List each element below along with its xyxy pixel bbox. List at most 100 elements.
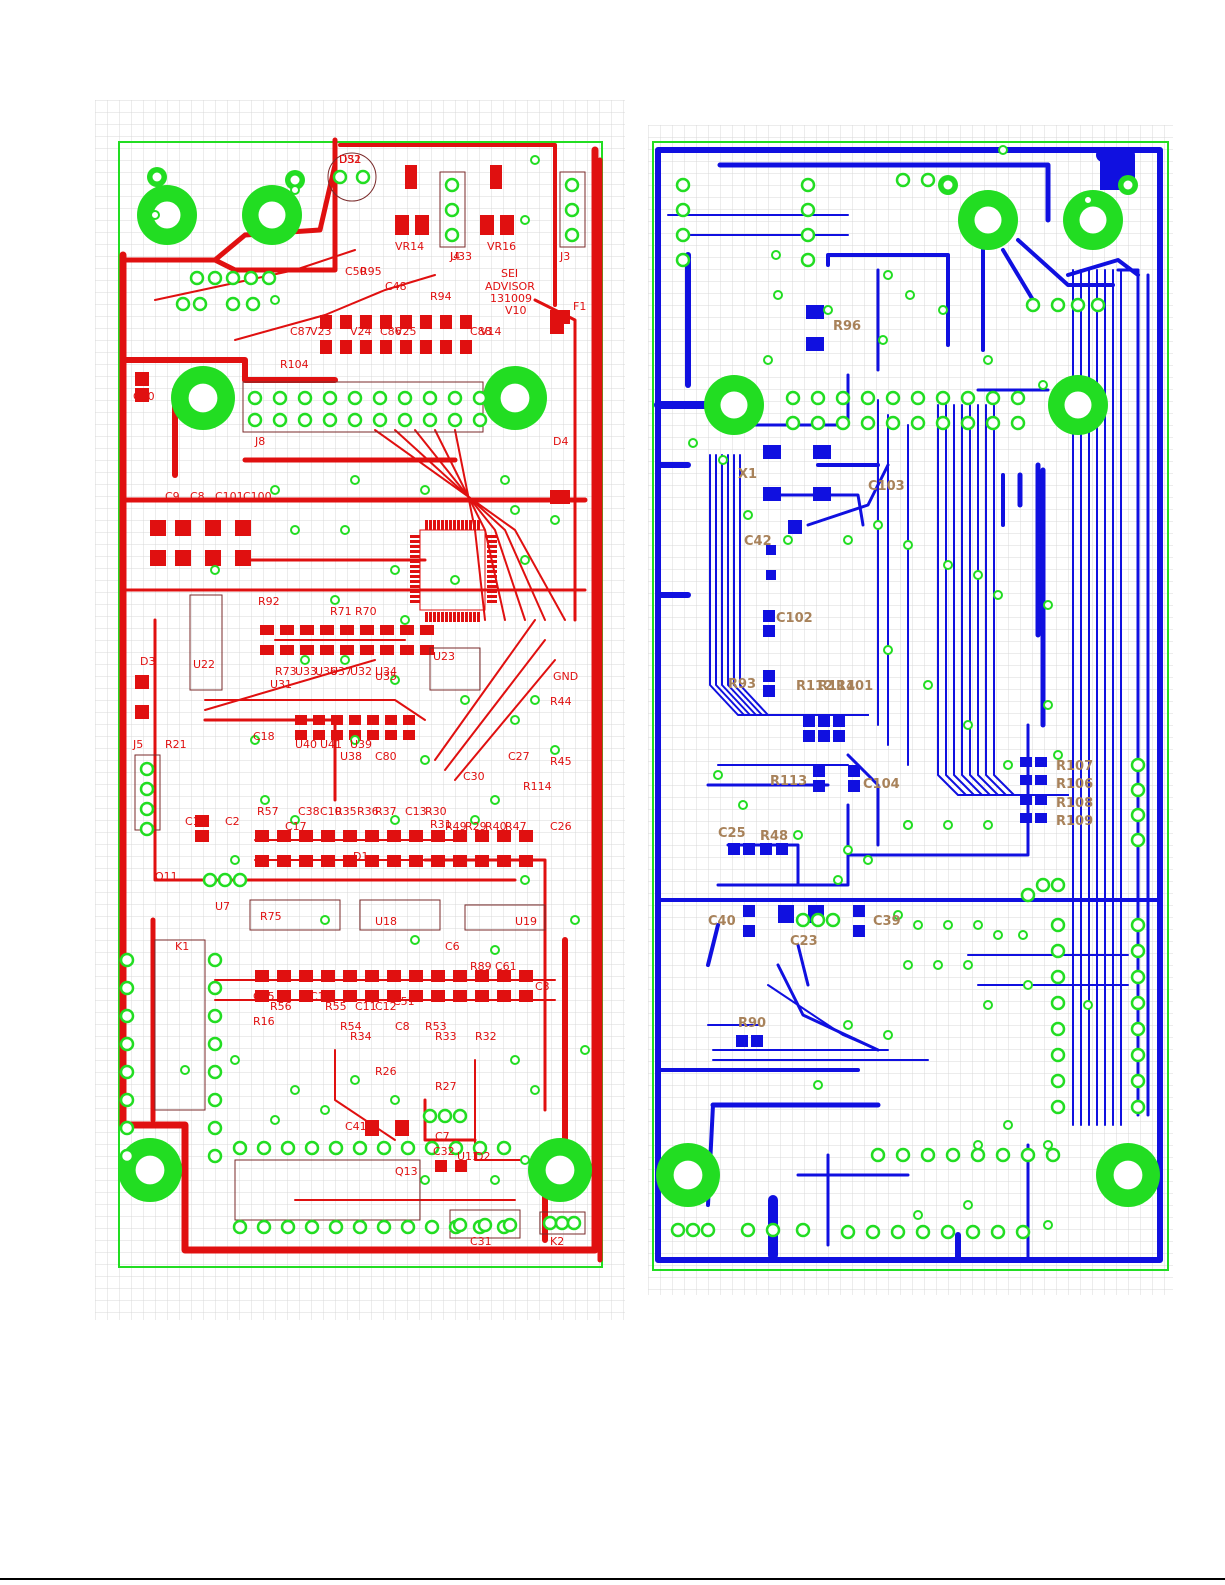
via [230,1055,240,1065]
smd-pad [420,315,432,329]
via [390,815,400,825]
smd-pad [431,855,445,867]
smd-pad [320,645,334,655]
smd-pad [135,372,149,386]
smd-pad [736,1035,748,1047]
smd-pad [321,830,335,842]
smd-pad [320,315,332,329]
smd-pad [300,645,314,655]
title-line-2: ADVISOR [485,280,535,293]
via [773,290,783,300]
via [905,290,915,300]
smd-pad [766,545,776,555]
header-j4 [439,171,466,248]
smd-pad [410,585,420,588]
through-hole-pad [675,202,691,218]
smd-pad [135,675,149,689]
smd-pad [453,612,456,622]
through-hole-pad [272,390,288,406]
component-label: U39 [350,738,372,751]
smd-pad [440,340,452,354]
component-label: K2 [550,1235,564,1248]
component-label: R73 [275,665,297,678]
smd-pad [433,520,436,530]
through-hole-pad [940,1224,956,1240]
smd-pad [299,970,313,982]
component-label: C80 [375,750,397,763]
through-hole-pad [119,980,135,996]
smd-pad [255,855,269,867]
through-hole-pad [400,1140,416,1156]
component-label: U33 [295,665,317,678]
component-label: R29 [465,820,487,833]
header-pin [139,801,155,817]
through-hole-pad [920,1147,936,1163]
component-label: R56 [270,1000,292,1013]
smd-pad [763,610,775,622]
component-label: R34 [350,1030,372,1043]
via [913,1210,923,1220]
smd-pad [400,340,412,354]
through-hole-pad [895,1147,911,1163]
through-hole-pad [800,227,816,243]
through-hole-pad [835,415,851,431]
through-hole-pad [1050,1073,1066,1089]
component-label: C104 [863,777,900,792]
via [460,695,470,705]
component-label: D1 [353,850,368,863]
trace [474,1059,526,1161]
smd-pad [813,765,825,777]
smd-pad [728,843,740,855]
through-hole-pad [472,412,488,428]
smd-pad [410,575,420,578]
via [260,795,270,805]
component-label: R94 [430,290,452,303]
mount-hole-drill [974,206,1002,234]
through-hole-pad [1025,297,1041,313]
through-hole-pad [1130,757,1146,773]
component-label: VR16 [487,240,516,253]
smd-pad [490,165,502,189]
via [1043,1220,1053,1230]
smd-pad [300,625,314,635]
through-hole-pad [985,415,1001,431]
via [320,1105,330,1115]
via [903,960,913,970]
via [270,485,280,495]
via [843,1020,853,1030]
smd-pad [487,540,497,543]
through-hole-pad [256,1140,272,1156]
smd-pad [380,625,394,635]
connector-pin [207,270,223,286]
via [270,1115,280,1125]
trace [706,923,720,967]
board-outline [652,141,1169,1271]
component-label: R48 [760,829,788,844]
smd-pad [1035,813,1047,823]
via [420,755,430,765]
component-label: C11 [355,1000,377,1013]
component-label: C30 [463,770,485,783]
smd-pad [410,565,420,568]
trace [454,659,556,781]
component-label: V23 [310,325,332,338]
component-label: R89 [470,960,492,973]
mount-hole-drill [258,201,286,229]
smd-pad [395,1120,409,1136]
trace [120,357,338,383]
through-hole-pad [207,1008,223,1024]
through-hole-pad [119,1120,135,1136]
smd-pad [429,520,432,530]
via [390,1095,400,1105]
via [963,960,973,970]
component-label: C86 [380,325,402,338]
smd-pad [487,545,497,548]
smd-pad [235,550,251,566]
smd-pad [461,520,464,530]
smd-pad [385,730,397,740]
smd-pad [487,600,497,603]
via [1083,195,1093,205]
component-label: C88 [470,325,492,338]
smd-pad [403,715,415,725]
